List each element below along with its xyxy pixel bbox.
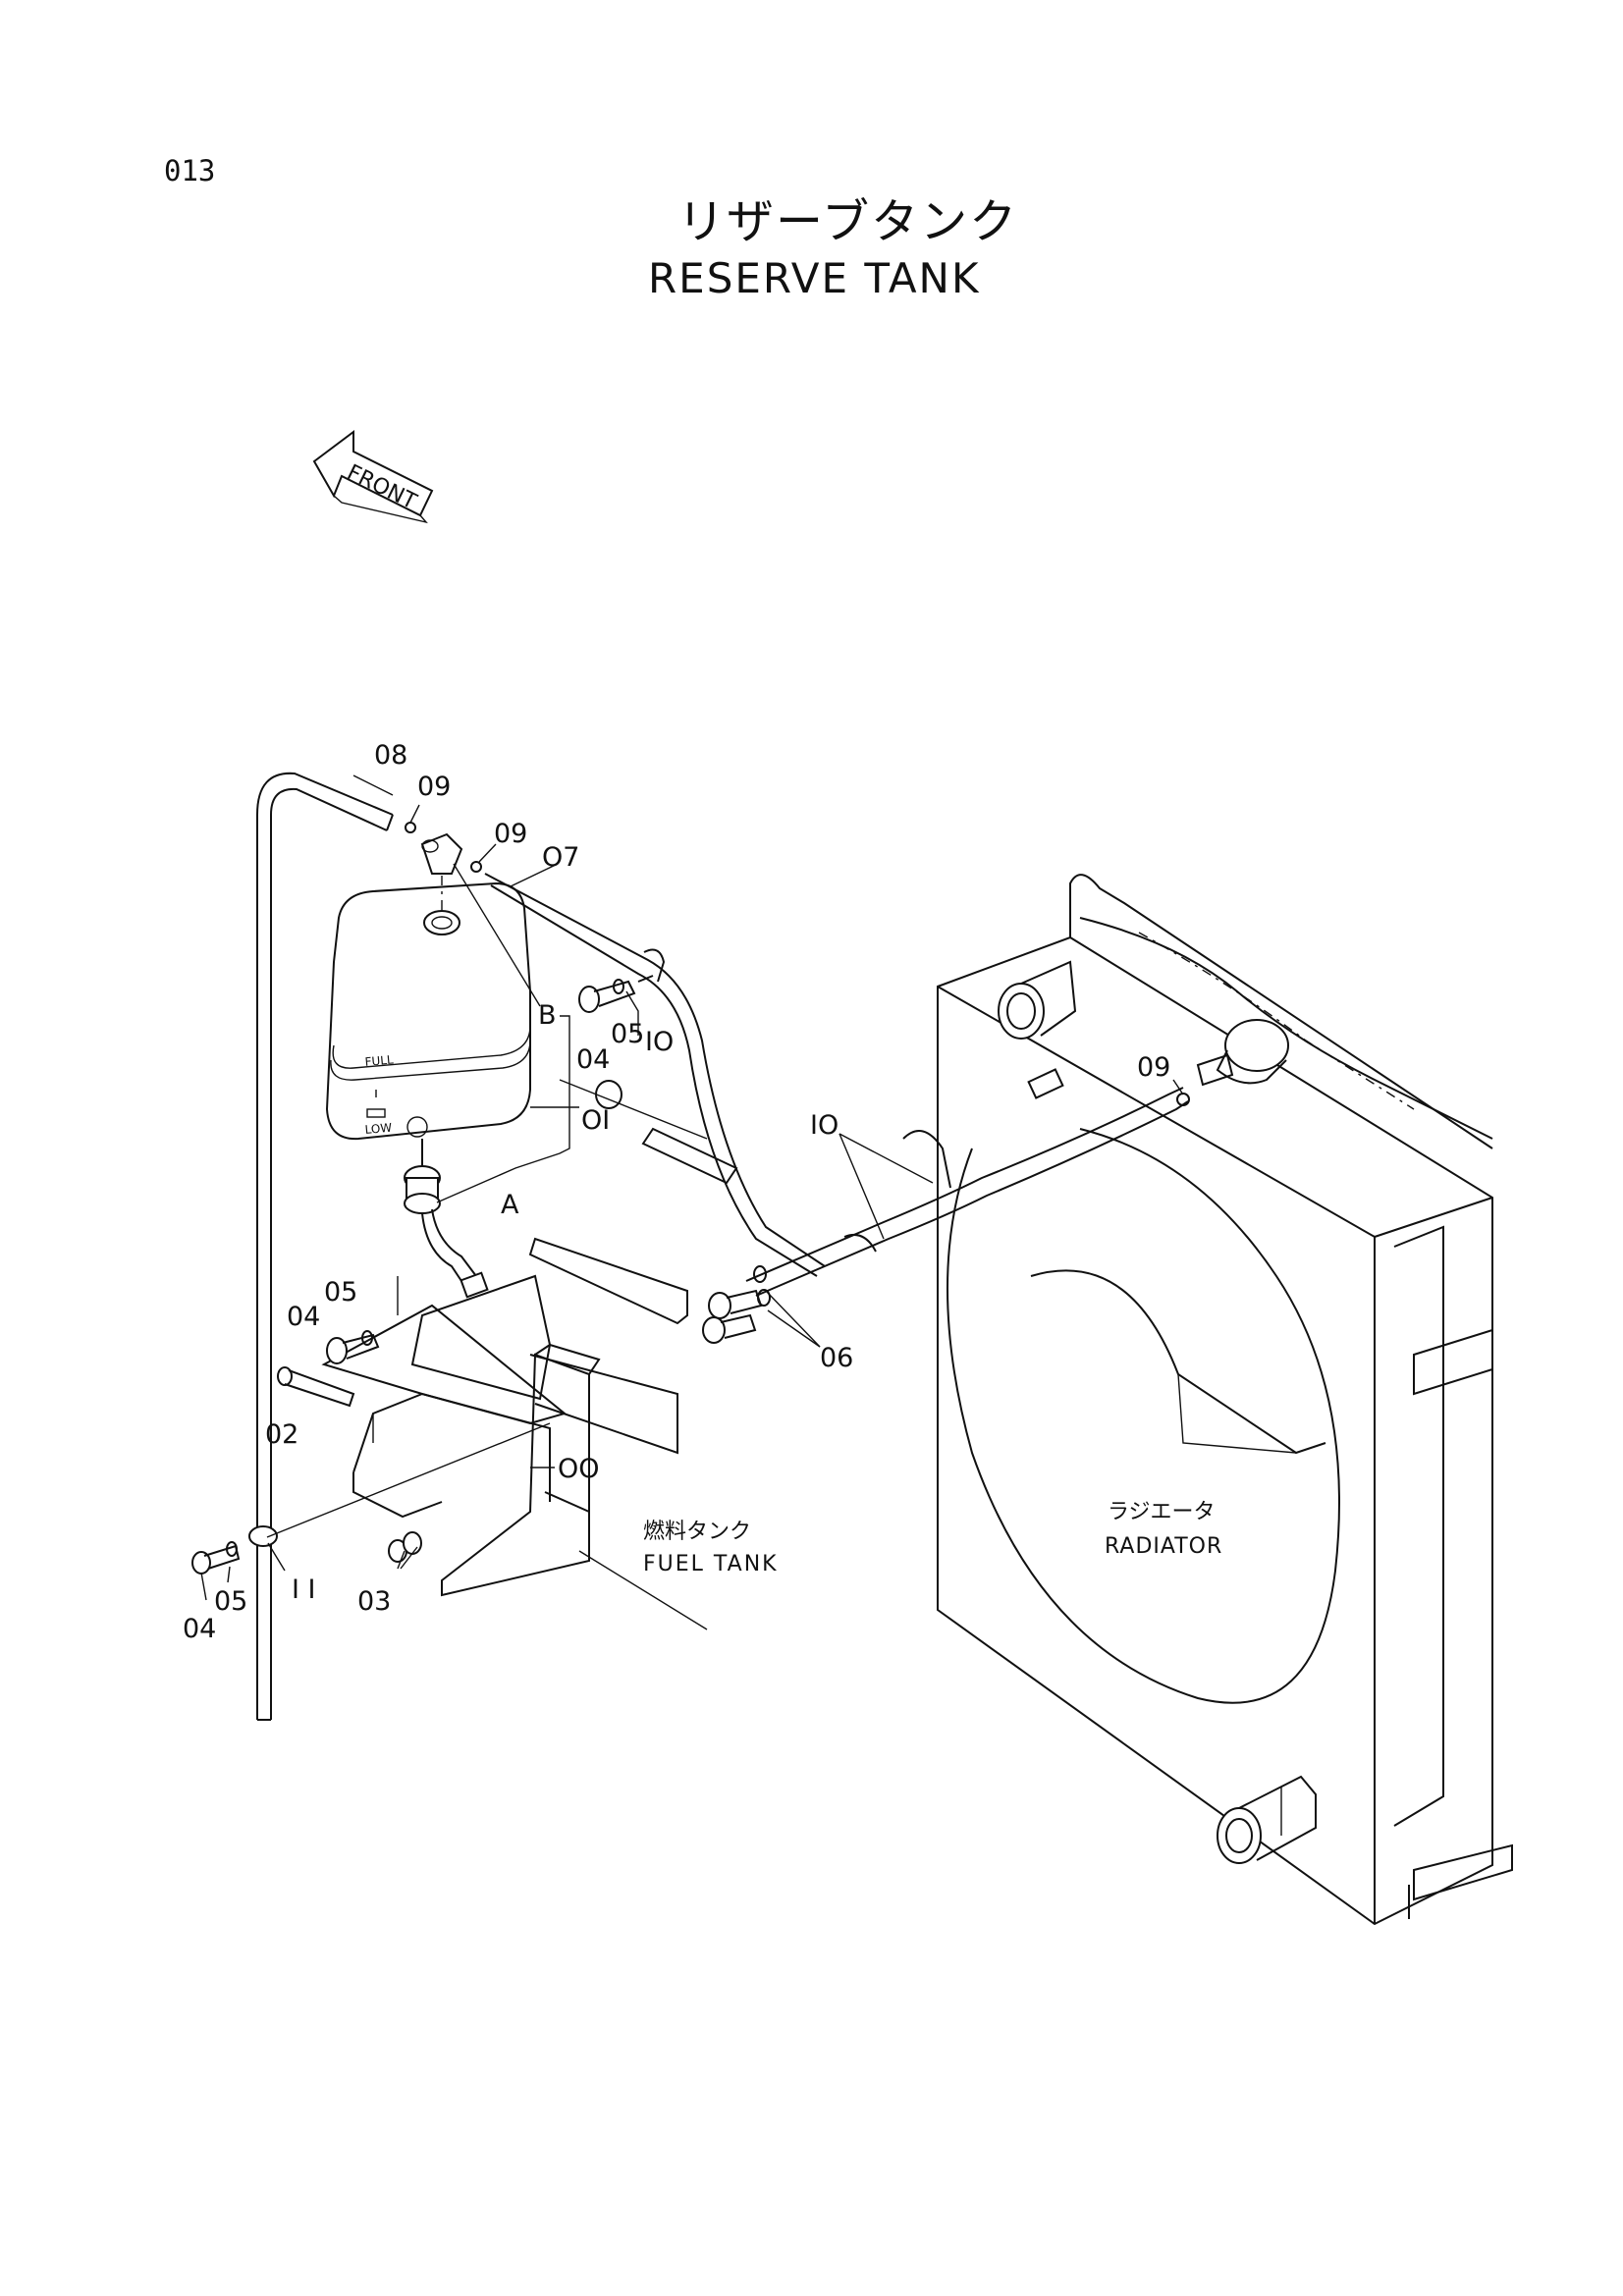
leader-lines (200, 774, 1184, 1630)
callout-ref-b: B (538, 1000, 557, 1031)
clamp-09-a (405, 822, 416, 833)
reserve-tank-01: FULL LOW (325, 881, 531, 1141)
tank-full-mark: FULL (364, 1052, 394, 1069)
radiator-en: RADIATOR (1105, 1534, 1222, 1559)
hose-07 (484, 873, 826, 1277)
bolt-04-upper (578, 979, 636, 1013)
callout-05-mid: 05 (324, 1277, 357, 1308)
callout-06: 06 (820, 1343, 853, 1373)
drain-fitting-a (404, 1139, 489, 1299)
callout-08: 08 (374, 740, 407, 771)
fuel-tank-en: FUEL TANK (643, 1552, 779, 1576)
callout-10-lower: IO (810, 1110, 839, 1141)
radiator (937, 874, 1513, 1926)
clip-10-upper (637, 948, 666, 983)
tank-cap-elbow (420, 832, 463, 911)
clamp-09-b (470, 861, 482, 873)
engine-plate (559, 1079, 738, 1185)
callout-10-upper: IO (645, 1027, 674, 1057)
callout-07: O7 (542, 842, 579, 873)
callout-ref-a: A (501, 1190, 519, 1220)
callout-09-b: 09 (494, 819, 527, 849)
front-arrow-icon: FRONT (312, 430, 434, 524)
callout-11: I I (292, 1575, 316, 1605)
callout-09-a: 09 (417, 772, 451, 802)
callout-03: 03 (357, 1586, 391, 1617)
radiator-jp: ラジエータ (1108, 1500, 1216, 1524)
callout-05-upper: 05 (611, 1019, 644, 1049)
tank-low-mark: LOW (364, 1121, 393, 1137)
bolts-06 (702, 1265, 771, 1344)
tank-bracket-00 (321, 1237, 688, 1597)
fuel-tank-jp: 燃料タンク (643, 1520, 751, 1544)
clamp-11-and-bolt (191, 1525, 278, 1575)
title-japanese: リザーブタンク (677, 194, 1019, 249)
nuts-03 (388, 1531, 422, 1563)
callout-04-low: 04 (183, 1614, 216, 1644)
callout-04-mid: 04 (287, 1302, 320, 1332)
hose-10-radiator (745, 1068, 1190, 1297)
radiator-caption: ラジエータ RADIATOR (1105, 1500, 1222, 1559)
title-english: RESERVE TANK (648, 254, 981, 302)
overflow-hose-08 (256, 772, 394, 1721)
part-callouts: 08 09 09 O7 B 04 05 IO OI A IO 09 05 04 … (183, 740, 1170, 1644)
callout-05-low: 05 (214, 1586, 247, 1617)
fuel-tank-caption: 燃料タンク FUEL TANK (643, 1520, 779, 1576)
callout-04-upper: 04 (576, 1044, 610, 1075)
callout-02: 02 (265, 1419, 298, 1450)
page-number: 013 (164, 154, 216, 187)
callout-09-c: 09 (1137, 1052, 1170, 1083)
callout-00: OO (558, 1454, 600, 1484)
bolt-04-05-mid (326, 1330, 380, 1364)
bolt-02 (277, 1366, 355, 1408)
callout-01: OI (581, 1105, 610, 1136)
